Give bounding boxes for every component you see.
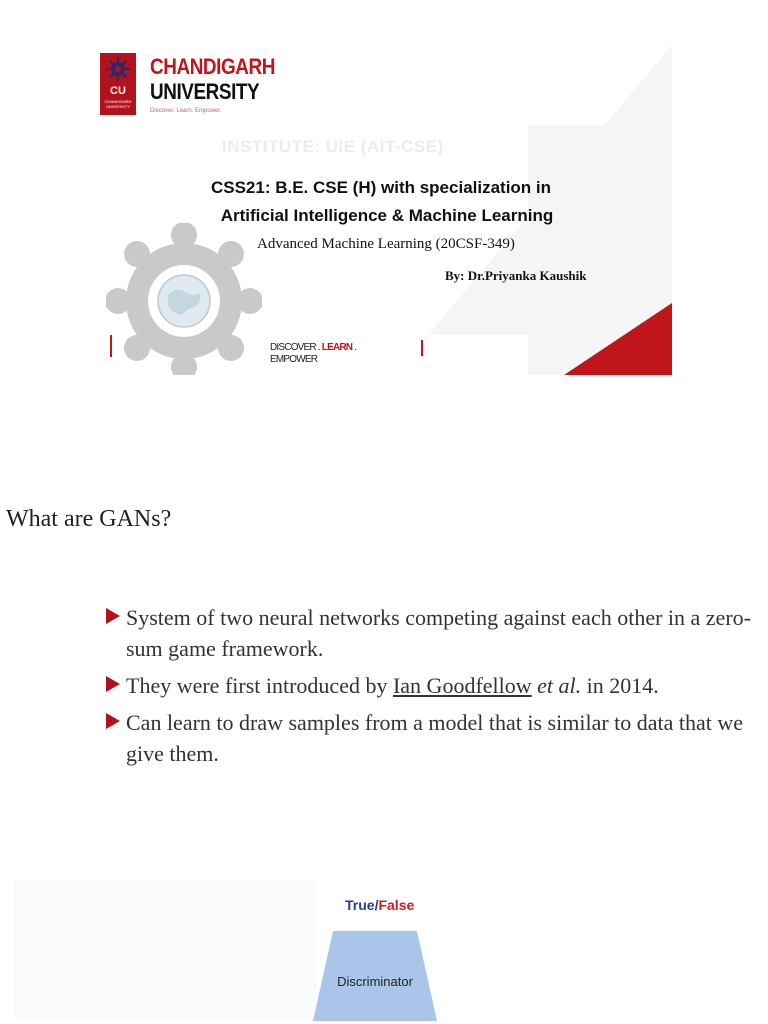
output-separator: / (374, 897, 379, 913)
logo-badge: CU (110, 85, 126, 97)
slide-title: What are GANs? (6, 506, 172, 532)
course-code: Advanced Machine Learning (20CSF-349) (257, 236, 515, 252)
university-motto: Discover. Learn. Empower. (150, 108, 222, 114)
university-name-line1: CHANDIGARH (150, 54, 275, 79)
red-corner-triangle (564, 303, 672, 375)
bullet-triangle-icon (106, 713, 120, 729)
institute-label: INSTITUTE: UIE (AIT-CSE) (222, 137, 444, 156)
bullet-item: System of two neural networks competing … (104, 602, 764, 664)
output-label: True/False (345, 897, 414, 913)
tagline-discover: DISCOVER . (270, 342, 322, 353)
tagline: DISCOVER . LEARN . EMPOWER (270, 342, 357, 366)
university-logo: CU CHANDIGARH UNIVERSITY (100, 53, 136, 115)
course-title-line1: CSS21: B.E. CSE (H) with specialization … (210, 178, 552, 197)
bullet-item: They were first introduced by Ian Goodfe… (104, 670, 764, 701)
bullet-text-pre: They were first introduced by (126, 673, 393, 698)
discriminator-shape (313, 931, 437, 1021)
output-false: False (378, 897, 415, 913)
red-divider-left (110, 335, 112, 357)
logo-gear-icon (106, 57, 130, 81)
output-true: True (345, 897, 375, 913)
bullet-triangle-icon (106, 676, 120, 692)
bullet-list: System of two neural networks competing … (104, 602, 764, 775)
red-divider-right (421, 340, 423, 356)
tagline-learn: LEARN (321, 342, 353, 353)
bullet-triangle-icon (106, 608, 120, 624)
discriminator-label: Discriminator (337, 974, 413, 989)
bullet-text: System of two neural networks competing … (126, 605, 751, 661)
logo-small-text: CHANDIGARH UNIVERSITY (104, 99, 132, 109)
tagline-empower: EMPOWER (270, 354, 318, 365)
university-name-line2: UNIVERSITY (150, 79, 260, 104)
author: By: Dr.Priyanka Kaushik (445, 268, 587, 283)
course-title-line2: Artificial Intelligence & Machine Learni… (220, 206, 554, 225)
diagram-faint-area (14, 880, 316, 1020)
bullet-text-post: in 2014. (581, 673, 659, 698)
title-slide: CU CHANDIGARH UNIVERSITY CHANDIGARH UNIV… (98, 45, 672, 375)
bullet-item: Can learn to draw samples from a model t… (104, 707, 764, 769)
tagline-dot: . (352, 342, 357, 353)
bullet-text-etal: et al. (531, 673, 582, 698)
goodfellow-link[interactable]: Ian Goodfellow (392, 673, 532, 698)
bullet-text: Can learn to draw samples from a model t… (126, 710, 744, 766)
cog-globe-icon (106, 223, 262, 375)
